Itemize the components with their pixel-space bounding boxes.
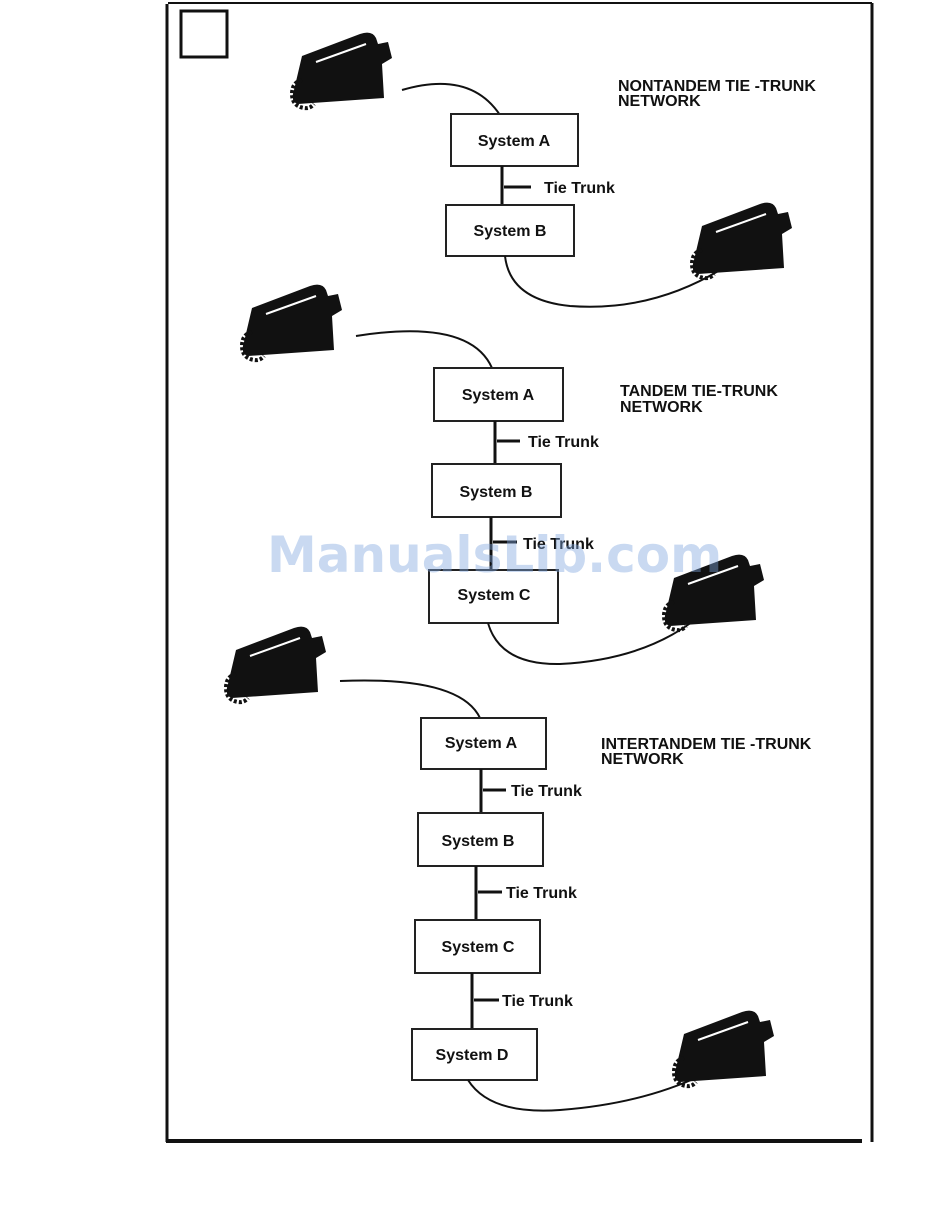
telephone-icon <box>692 203 792 278</box>
diagram-title-line: NETWORK <box>620 399 703 416</box>
system-label: System A <box>478 133 551 150</box>
tie-trunk-label: Tie Trunk <box>511 783 582 800</box>
diagram-nontandem: NONTANDEM TIE -TRUNK NETWORK System A Ti… <box>292 33 816 307</box>
system-label: System C <box>458 587 531 604</box>
system-label: System B <box>474 223 547 240</box>
telephone-icon <box>242 285 342 361</box>
square-marker-icon <box>181 11 227 57</box>
system-label: System C <box>442 939 515 956</box>
phone-cord <box>505 256 720 307</box>
system-label: System A <box>445 735 518 752</box>
phone-cord <box>356 331 492 368</box>
watermark: ManualsLib.com <box>267 526 722 584</box>
system-label: System B <box>460 484 533 501</box>
phone-cord <box>488 622 692 664</box>
telephone-icon <box>226 627 326 703</box>
tie-trunk-label: Tie Trunk <box>544 180 615 197</box>
phone-cord <box>340 680 480 718</box>
diagram-tandem: TANDEM TIE-TRUNK NETWORK System A Tie Tr… <box>242 285 778 664</box>
tie-trunk-label: Tie Trunk <box>502 993 573 1010</box>
tie-trunk-label: Tie Trunk <box>528 434 599 451</box>
diagram-intertandem: INTERTANDEM TIE -TRUNK NETWORK System A … <box>226 627 812 1111</box>
phone-cord <box>402 84 500 115</box>
system-label: System B <box>442 833 515 850</box>
telephone-icon <box>292 33 392 109</box>
system-label: System D <box>436 1047 509 1064</box>
system-label: System A <box>462 387 535 404</box>
diagram-title-line: NETWORK <box>601 751 684 768</box>
telephone-icon <box>674 1011 774 1086</box>
diagram-title-line: NETWORK <box>618 93 701 110</box>
diagram-title-line: TANDEM TIE-TRUNK <box>620 383 778 400</box>
tie-trunk-label: Tie Trunk <box>506 885 577 902</box>
phone-cord <box>468 1076 700 1111</box>
